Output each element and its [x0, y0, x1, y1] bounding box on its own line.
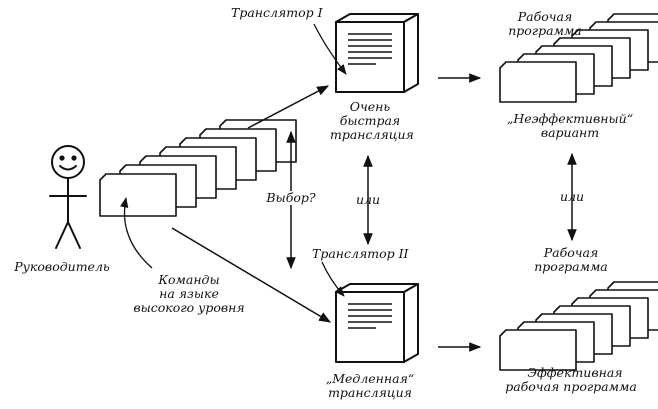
manager-figure [49, 145, 87, 249]
card [499, 61, 577, 103]
work-program-mid-line-1: Рабочая [543, 245, 599, 260]
translator-1-computer [335, 13, 419, 93]
commands-card-stack [99, 119, 297, 217]
arrow-to-translator-1 [247, 85, 330, 129]
efficient-program-line-1: Эффективная [527, 365, 623, 380]
translator-1-label: Транслятор I [231, 5, 323, 20]
work-program-top-line-1: Рабочая [517, 9, 573, 24]
inefficient-variant-line-1: „Неэффективный“ [506, 111, 634, 126]
leader-commands [120, 196, 153, 269]
choice-label: Выбор? [262, 191, 320, 205]
slow-translation-line-1: „Медленная“ [325, 371, 415, 386]
card [99, 173, 177, 217]
work-program-mid-line-2: программа [534, 259, 608, 274]
leader-translator-2 [321, 261, 345, 297]
or-label-left: или [355, 192, 381, 207]
inefficient-program-card-stack [499, 13, 658, 103]
efficient-program-card-stack [499, 281, 658, 371]
work-program-top-line-2: программа [508, 23, 582, 38]
translator-2-computer [335, 283, 419, 363]
commands-line-1: Команды [158, 272, 220, 287]
slow-translation-line-2: трансляция [328, 385, 412, 400]
arrow-to-translator-2 [171, 227, 332, 323]
inefficient-variant-line-2: вариант [540, 125, 600, 140]
fast-translation-line-1: Очень [349, 99, 391, 114]
manager-label: Руководитель [14, 259, 110, 274]
efficient-program-line-2: рабочая программа [505, 379, 637, 394]
leader-translator-1 [313, 23, 347, 75]
fast-translation-line-2: быстрая [339, 113, 401, 128]
card [499, 329, 577, 371]
translator-2-label: Транслятор II [312, 246, 409, 261]
commands-line-2: на языке [159, 286, 219, 301]
commands-line-3: высокого уровня [133, 300, 245, 315]
or-label-right: или [559, 189, 585, 204]
fast-translation-line-3: трансляция [330, 127, 414, 142]
